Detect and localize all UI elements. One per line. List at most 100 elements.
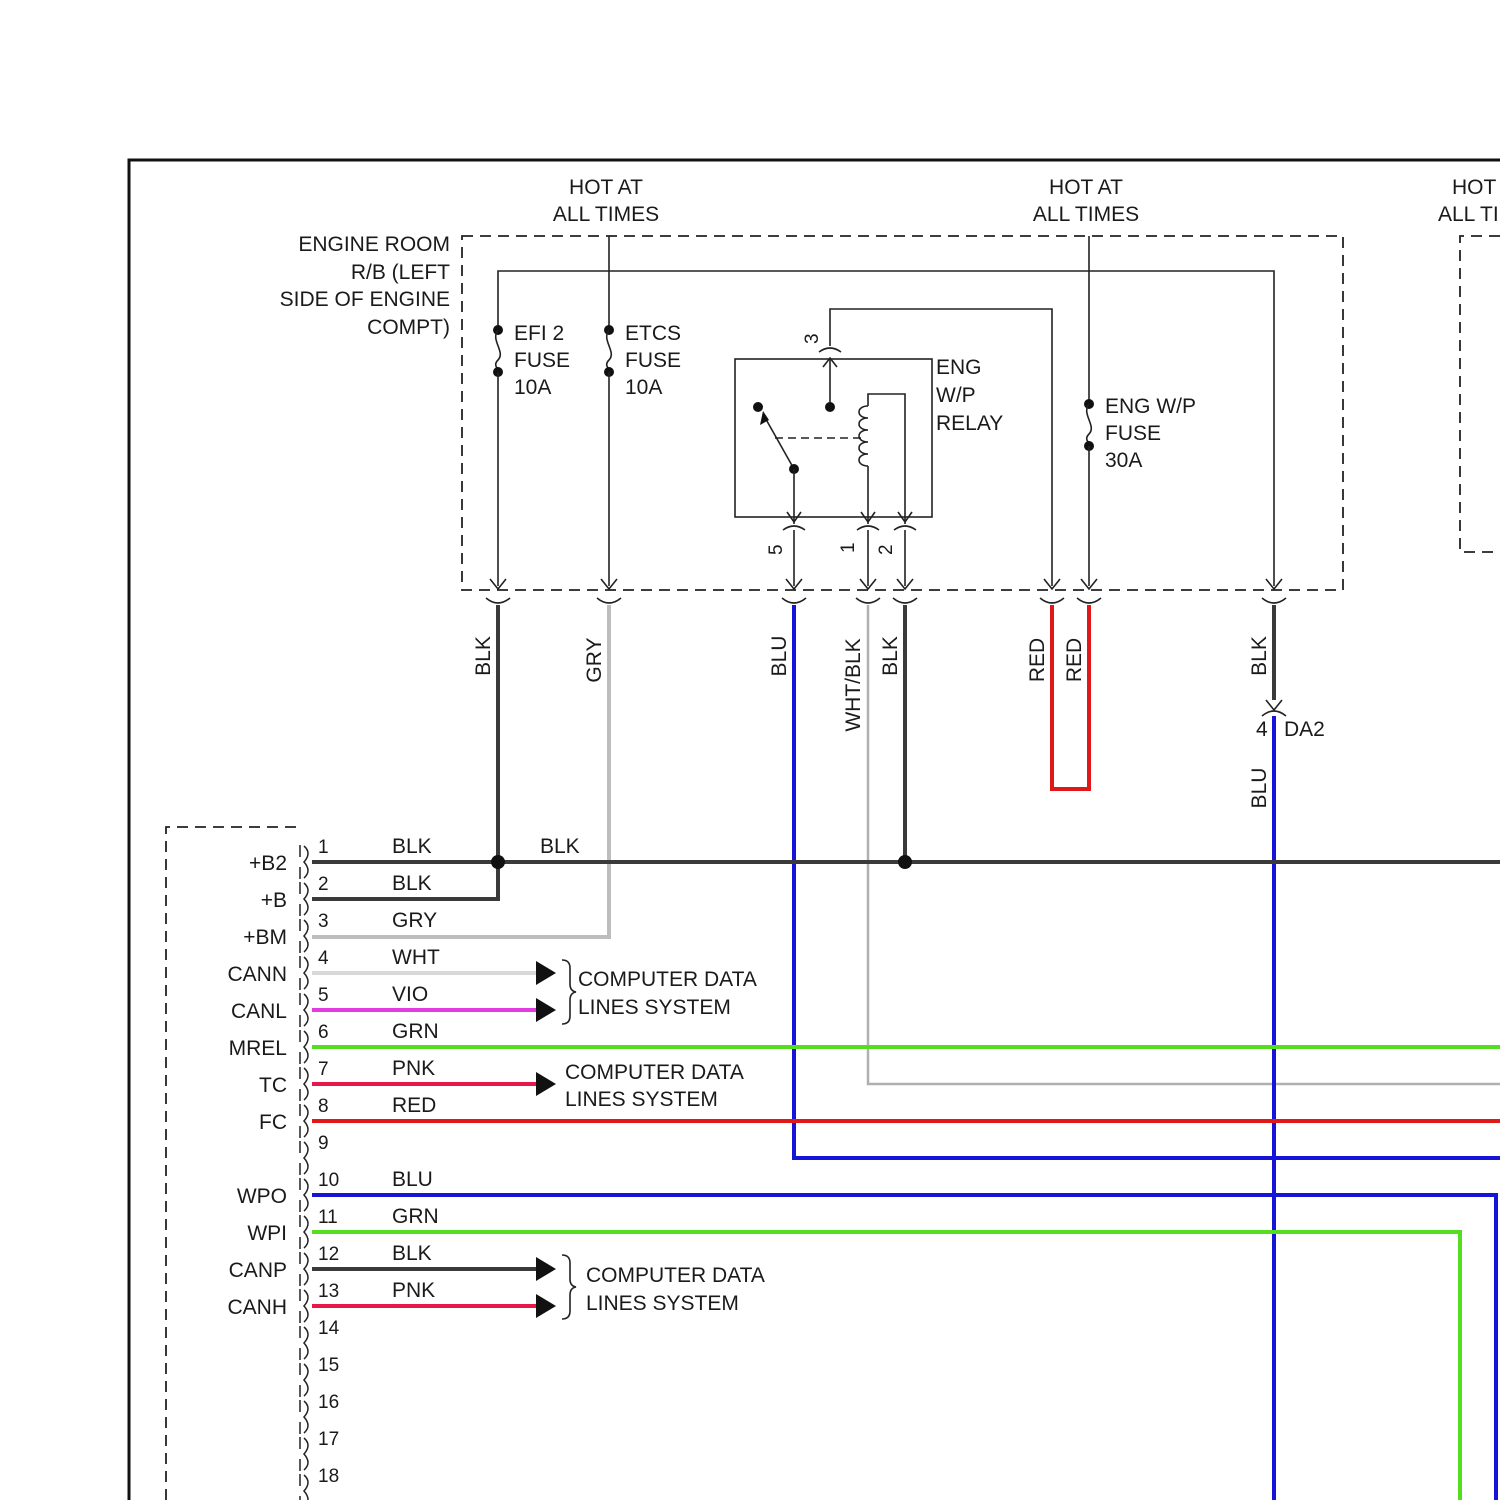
ecm-pin-number: 13 (318, 1281, 339, 1302)
ecm-pin-number: 2 (318, 874, 329, 895)
da2-connector (1262, 700, 1286, 716)
ecm-pin-wire-color: PNK (392, 1279, 435, 1302)
second-relay-box-outline (1460, 236, 1500, 552)
ecm-pin-number: 17 (318, 1429, 339, 1450)
splice-point-1 (491, 855, 505, 869)
relay-label-2: W/P (936, 384, 976, 407)
ecm-pin-signal-name: +BM (243, 926, 287, 949)
ecm-pin-number: 3 (318, 911, 329, 932)
relay-pin1-connector (857, 526, 879, 586)
relay-box-label-3: SIDE OF ENGINE (280, 288, 450, 311)
relay-label-1: ENG (936, 356, 982, 379)
ecm-pin-number: 4 (318, 948, 329, 969)
ecm-pin-wire-color: BLK (392, 835, 432, 858)
ecm-pin-signal-name: CANL (231, 1000, 287, 1023)
efi2-fuse-symbol (496, 330, 501, 372)
ecm-pin-bracket (300, 1289, 308, 1323)
etcs-fuse-type: FUSE (625, 349, 681, 372)
efi2-fuse-type: FUSE (514, 349, 570, 372)
cdl-ref-3-line2: LINES SYSTEM (586, 1292, 739, 1315)
ecm-pin-signal-name: CANP (229, 1259, 287, 1282)
wire-red-loop (1052, 605, 1089, 789)
ecm-pin-number: 16 (318, 1392, 339, 1413)
ecm-pin-wire-color: GRY (392, 909, 437, 932)
ecm-pin-wire-color: BLK (392, 1242, 432, 1265)
ecm-pin-bracket (300, 1474, 308, 1500)
ecm-pin-signal-name: MREL (229, 1037, 287, 1060)
ecm-pin-wire-color: WHT (392, 946, 440, 969)
relay-contact-nc (753, 402, 763, 412)
ecm-pin-bracket (300, 1030, 308, 1064)
wire-color-right-blk: BLK (1248, 636, 1271, 676)
relay-pin1-label: 1 (838, 542, 859, 553)
arrow-pin5 (536, 998, 556, 1022)
etcs-fuse-name: ETCS (625, 322, 681, 345)
relay-box-label-2: R/B (LEFT (351, 261, 450, 284)
da2-connector-name: DA2 (1284, 718, 1325, 741)
wire-color-relay-pin3: RED (1026, 638, 1049, 682)
ecm-pin-wire-color: VIO (392, 983, 428, 1006)
ecm-pin-number: 8 (318, 1096, 329, 1117)
cdl-ref-2-line1: COMPUTER DATA (565, 1061, 744, 1084)
wire-color-etcs: GRY (583, 637, 606, 682)
engwp-fuse-type: FUSE (1105, 422, 1161, 445)
cdl-ref-3-line1: COMPUTER DATA (586, 1264, 765, 1287)
relay-pin5-connector (783, 526, 805, 586)
ecm-pin-wire-color: RED (392, 1094, 436, 1117)
relay-contact-fixed (825, 402, 835, 412)
cdl-ref-1-line2: LINES SYSTEM (578, 996, 731, 1019)
wire-blu-relay-pin5 (794, 605, 1500, 1158)
ecm-pin-bracket (300, 1400, 308, 1434)
ecm-pin-number: 18 (318, 1466, 339, 1487)
ecm-pin-wire-color: GRN (392, 1020, 439, 1043)
relay-coil-leads (868, 394, 905, 524)
wire-blu-pin10 (312, 1195, 1496, 1500)
brace-cdl-3 (562, 1255, 576, 1319)
ecm-pin-number: 12 (318, 1244, 339, 1265)
engwp-fuse-name: ENG W/P (1105, 395, 1196, 418)
arrow-pin4 (536, 961, 556, 985)
brace-cdl-1 (562, 960, 576, 1024)
ecm-pin-signal-name: WPO (237, 1185, 287, 1208)
ecm-pin-bracket (300, 993, 308, 1027)
ecm-pin-bracket (300, 1141, 308, 1175)
ecm-pin-signal-name: +B (261, 889, 287, 912)
wire-color-efi2: BLK (472, 636, 495, 676)
ecm-pin-wire-color: BLU (392, 1168, 433, 1191)
wire-color-relay-pin1: WHT/BLK (842, 638, 865, 731)
ecm-connector-pins: 1+B2BLK2+BBLK3+BMGRY4CANNWHT5CANLVIO6MRE… (227, 835, 440, 1500)
relay-box-label-1: ENGINE ROOM (298, 233, 450, 256)
ecm-pin-bracket (300, 1326, 308, 1360)
wire-whtblk-relay-pin1 (868, 605, 1500, 1084)
etcs-fuse-symbol (607, 330, 612, 372)
bus-wire-label: BLK (540, 835, 580, 858)
wire-color-right-blu: BLU (1248, 768, 1271, 809)
ecm-pin-signal-name: CANH (227, 1296, 287, 1319)
relay-pin3-connector (819, 348, 841, 352)
ecm-pin-bracket (300, 845, 308, 879)
ecm-pin-bracket (300, 1252, 308, 1286)
wire-color-relay-pin5: BLU (768, 636, 791, 677)
ecm-pin-number: 11 (318, 1207, 338, 1228)
splice-point-2 (898, 855, 912, 869)
ecm-pin-wire-color: GRN (392, 1205, 439, 1228)
ecm-pin-bracket (300, 1437, 308, 1471)
relay-pin5-label: 5 (766, 544, 787, 555)
efi2-fuse-rating: 10A (514, 376, 551, 399)
wire-color-engwp-fuse: RED (1063, 638, 1086, 682)
ecm-pin-bracket (300, 1067, 308, 1101)
ecm-pin-bracket (300, 1363, 308, 1397)
cdl-ref-1-line1: COMPUTER DATA (578, 968, 757, 991)
relay-pin3-label: 3 (802, 333, 823, 344)
ecm-pin-signal-name: WPI (247, 1222, 287, 1245)
cdl-ref-2-line2: LINES SYSTEM (565, 1088, 718, 1111)
ecm-pin-number: 9 (318, 1133, 329, 1154)
power-label-1-line1: HOT AT (569, 176, 643, 199)
etcs-fuse-rating: 10A (625, 376, 662, 399)
power-label-3-line2: ALL TI (1438, 203, 1499, 226)
ecm-pin-number: 5 (318, 985, 329, 1006)
ecm-pin-signal-name: CANN (227, 963, 287, 986)
power-label-3-line1: HOT (1452, 176, 1497, 199)
ecm-pin-signal-name: FC (259, 1111, 287, 1134)
